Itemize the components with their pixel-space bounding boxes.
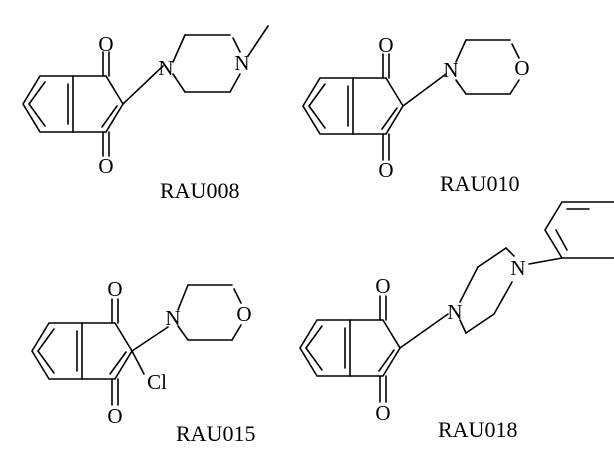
compound-label-rau008: RAU008	[160, 178, 239, 203]
carbonyl-oxygen-top: O	[107, 277, 122, 301]
morpholine-nitrogen: N	[165, 306, 180, 330]
morpholine-ring: N O	[165, 284, 252, 341]
phenylpiperazine-ring: N N	[447, 247, 526, 334]
carbonyl-oxygen-bottom: O	[378, 158, 393, 182]
morpholine-oxygen: O	[514, 56, 529, 80]
morpholine-ring: N O	[443, 39, 530, 95]
morpholine-oxygen: O	[236, 302, 251, 326]
naphthoquinone-core: O O	[299, 274, 401, 425]
piperazine-nitrogen-4: N	[234, 51, 249, 75]
compound-rau018: O O N N RAU018	[299, 201, 614, 442]
piperazine-nitrogen-1: N	[447, 300, 462, 324]
chlorine-atom: Cl	[147, 370, 167, 394]
compound-rau010: O O N O RAU010	[302, 33, 530, 196]
naphthoquinone-core: O O	[302, 33, 404, 182]
compound-label-rau015: RAU015	[176, 421, 255, 446]
compound-rau008: O O N N RAU008	[22, 25, 269, 203]
carbonyl-oxygen-top: O	[378, 33, 393, 57]
carbonyl-oxygen-bottom: O	[98, 154, 113, 178]
compound-label-rau018: RAU018	[438, 417, 517, 442]
piperazine-nitrogen-1: N	[158, 56, 173, 80]
carbonyl-oxygen-top: O	[375, 274, 390, 298]
compound-label-rau010: RAU010	[440, 171, 519, 196]
carbonyl-oxygen-bottom: O	[375, 401, 390, 425]
compound-rau015: O O Cl N O RAU015	[31, 277, 255, 446]
carbonyl-oxygen-bottom: O	[107, 404, 122, 428]
naphthoquinone-core: O O	[22, 32, 124, 178]
methylpiperazine-ring: N N	[158, 25, 269, 93]
piperazine-nitrogen-4: N	[510, 256, 525, 280]
carbonyl-oxygen-top: O	[98, 32, 113, 56]
phenyl-ring	[528, 201, 614, 265]
morpholine-nitrogen: N	[443, 58, 458, 82]
naphthoquinone-core: O O	[31, 277, 133, 428]
